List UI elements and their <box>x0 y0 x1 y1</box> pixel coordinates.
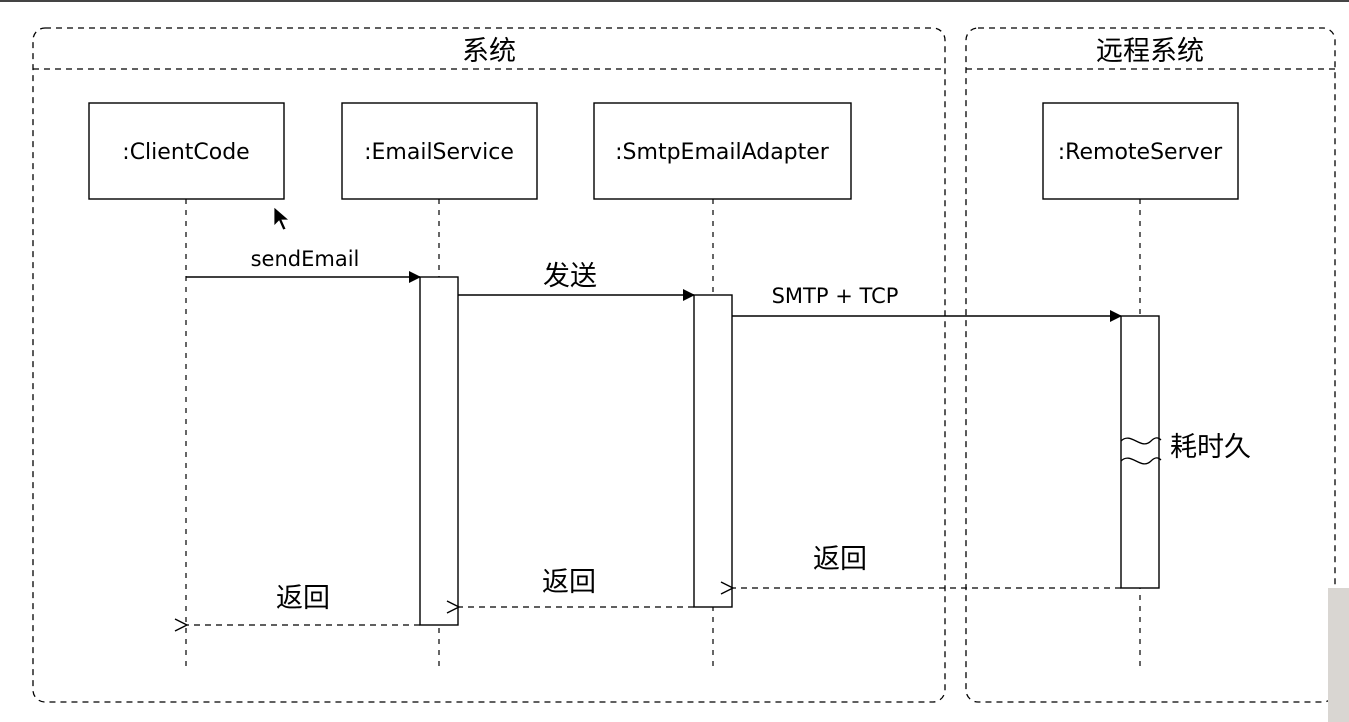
activation-email-service <box>419 276 459 626</box>
frame-system: 系统 <box>32 27 946 703</box>
lifeline-client-box <box>88 102 285 200</box>
return-adapter-label: 返回 <box>542 567 596 598</box>
frame-remote-system: 远程系统 <box>965 27 1336 703</box>
return-email-label: 返回 <box>276 583 330 614</box>
message-send-email-label: sendEmail <box>251 247 360 271</box>
mouse-cursor-icon <box>273 206 291 231</box>
time-break-mark <box>1120 437 1162 465</box>
frame-system-title: 系统 <box>462 36 516 67</box>
lifeline-smtp-adapter: :SmtpEmailAdapter <box>593 102 852 668</box>
lifeline-client: :ClientCode <box>88 102 285 668</box>
lifeline-adapter-box <box>593 102 852 200</box>
lifeline-client-label: :ClientCode <box>122 140 249 165</box>
lifeline-adapter-label: :SmtpEmailAdapter <box>615 140 830 165</box>
message-smtp-tcp-label: SMTP + TCP <box>772 284 899 308</box>
activation-remote-server <box>1120 315 1160 589</box>
lifeline-remote-box <box>1042 102 1239 200</box>
frame-system-border <box>32 27 946 703</box>
message-send-label: 发送 <box>543 261 597 292</box>
return-remote-label: 返回 <box>813 544 867 575</box>
lifeline-email-box <box>341 102 538 200</box>
lifeline-remote-label: :RemoteServer <box>1058 140 1223 165</box>
activation-smtp-adapter <box>693 294 733 608</box>
long-time-note: 耗时久 <box>1170 432 1251 463</box>
frame-remote-border <box>965 27 1336 703</box>
lifeline-email-label: :EmailService <box>364 140 514 165</box>
edge-partial-panel <box>1328 588 1349 722</box>
frame-remote-title: 远程系统 <box>1096 36 1204 67</box>
